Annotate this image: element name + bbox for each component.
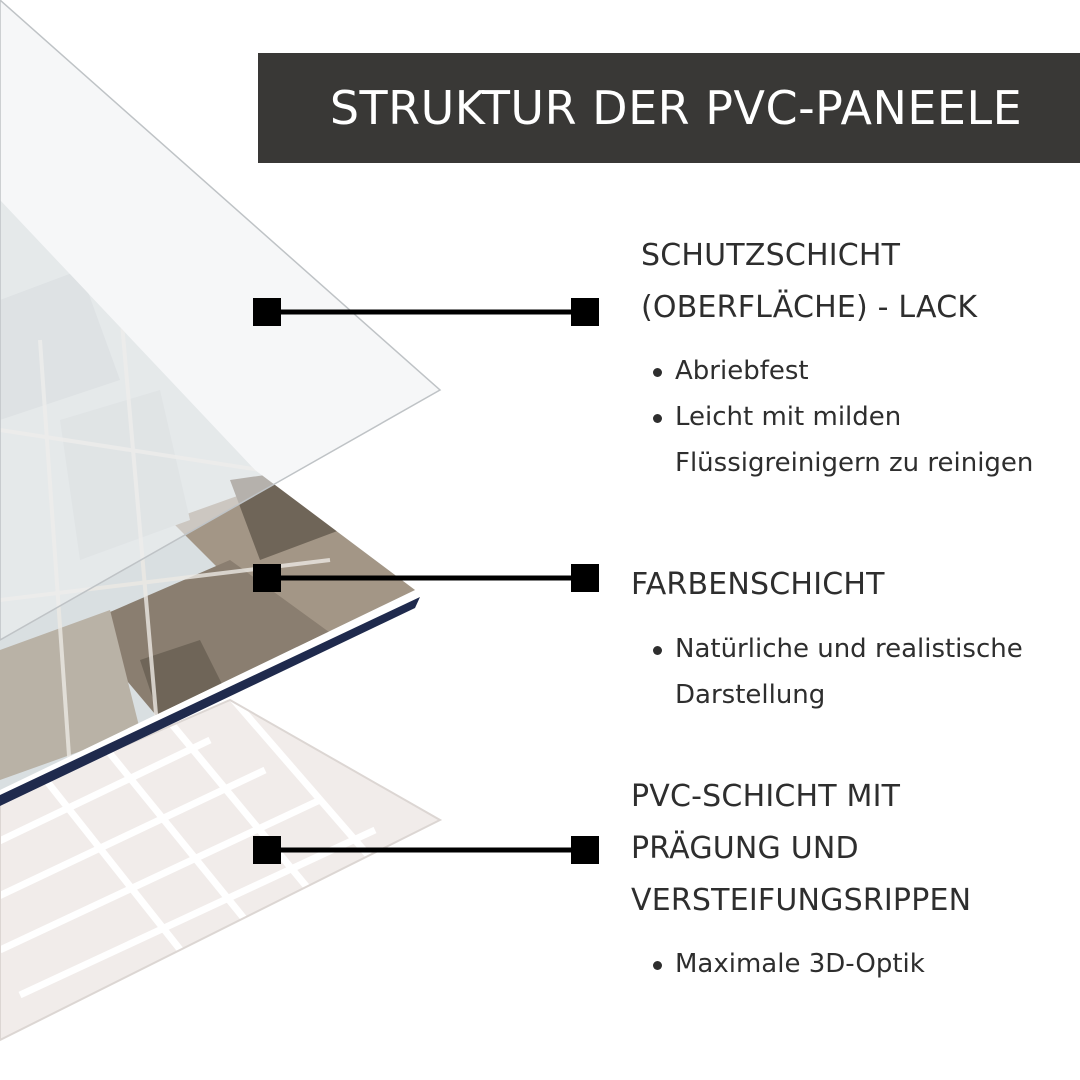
connector-2 [253,564,599,592]
layer-3-heading-line: VERSTEIFUNGSRIPPEN [631,883,972,918]
layer-1-heading: SCHUTZSCHICHT (OBERFLÄCHE) - LACK [641,230,977,334]
page-title: STRUKTUR DER PVC-PANEELE [258,53,1080,163]
layer-3-bullets: Maximale 3D-Optik [647,941,925,987]
connector-3 [253,836,599,864]
layer-1-heading-line: (OBERFLÄCHE) - LACK [641,290,978,325]
layer-2-bullets: Natürliche und realistische Darstellung [647,626,1023,718]
layer-1-heading-line: SCHUTZSCHICHT [641,238,901,273]
layer-3-heading-line: PRÄGUNG UND [631,831,859,866]
layer-3-heading-line: PVC-SCHICHT MIT [631,779,901,814]
list-item: Abriebfest [647,348,1033,394]
layer-2-heading: FARBENSCHICHT [631,559,885,611]
layer-1-bullets: Abriebfest Leicht mit milden Flüssigrein… [647,348,1033,486]
connector-1 [253,298,599,326]
list-item: Maximale 3D-Optik [647,941,925,987]
layer-3-heading: PVC-SCHICHT MIT PRÄGUNG UND VERSTEIFUNGS… [631,771,971,927]
protective-layer [0,0,442,641]
list-item: Leicht mit milden Flüssigreinigern zu re… [647,394,1033,486]
layer-2-heading-line: FARBENSCHICHT [631,567,885,602]
list-item: Natürliche und realistische Darstellung [647,626,1023,718]
